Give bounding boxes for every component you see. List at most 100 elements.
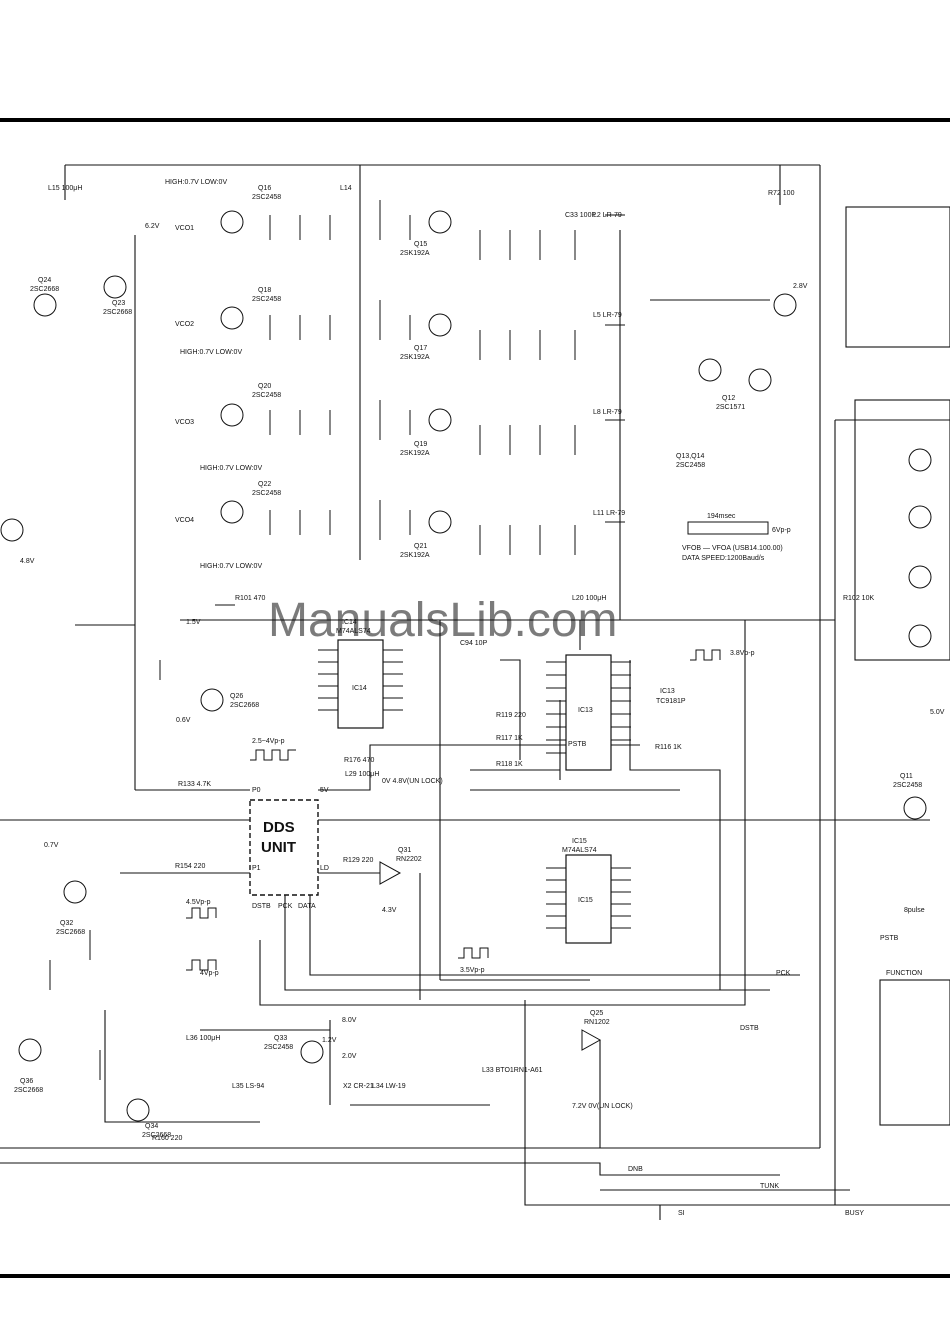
dds-pin-5v: 5V: [320, 787, 329, 794]
svg-text:Q15: Q15: [414, 241, 427, 248]
svg-text:HIGH:0.7V LOW:0V: HIGH:0.7V LOW:0V: [180, 349, 242, 356]
svg-text:R176 470: R176 470: [344, 757, 374, 764]
svg-text:IC15: IC15: [572, 838, 587, 845]
svg-text:Q19: Q19: [414, 441, 427, 448]
svg-text:2SC2668: 2SC2668: [30, 286, 59, 293]
svg-text:RN2202: RN2202: [396, 856, 422, 863]
dds-subtitle: UNIT: [261, 839, 296, 856]
svg-text:Q24: Q24: [38, 277, 51, 284]
svg-text:IC14: IC14: [342, 619, 357, 626]
svg-text:Q33: Q33: [274, 1035, 287, 1042]
waveforms: 2.5~4Vp-p 4.5Vp-p 4Vp-p 3.5Vp-p 3.8Vp-p …: [186, 513, 791, 977]
svg-text:0V 4.8V(UN LOCK): 0V 4.8V(UN LOCK): [382, 778, 443, 785]
svg-text:2SK192A: 2SK192A: [400, 354, 430, 361]
svg-text:DSTB: DSTB: [740, 1025, 759, 1032]
svg-text:2SC2668: 2SC2668: [142, 1132, 171, 1139]
svg-text:Q32: Q32: [60, 920, 73, 927]
svg-text:2SC2668: 2SC2668: [103, 309, 132, 316]
svg-text:4.3V: 4.3V: [382, 907, 397, 914]
svg-text:IC15: IC15: [578, 897, 593, 904]
svg-text:2SC2458: 2SC2458: [893, 782, 922, 789]
svg-text:2.8V: 2.8V: [793, 283, 808, 290]
svg-text:Q18: Q18: [258, 287, 271, 294]
dds-unit-block: DDS UNIT P0 P1 5V LD DSTB PCK DATA: [249, 787, 329, 910]
svg-text:Q26: Q26: [230, 693, 243, 700]
svg-text:2.5~4Vp-p: 2.5~4Vp-p: [252, 738, 285, 745]
svg-text:R129 220: R129 220: [343, 857, 373, 864]
passive-parts: [49, 200, 625, 1080]
wiring: [0, 164, 950, 1220]
svg-text:Q25: Q25: [590, 1010, 603, 1017]
svg-text:2SC2458: 2SC2458: [252, 296, 281, 303]
svg-text:2SC2668: 2SC2668: [56, 929, 85, 936]
dds-pin-dstb: DSTB: [252, 903, 271, 910]
svg-text:VCO1: VCO1: [175, 225, 194, 232]
svg-text:SI: SI: [678, 1210, 685, 1217]
svg-text:TC9181P: TC9181P: [656, 698, 686, 705]
svg-text:L34 LW-19: L34 LW-19: [372, 1083, 406, 1090]
svg-text:L2 LR-79: L2 LR-79: [593, 212, 622, 219]
svg-text:0.6V: 0.6V: [176, 717, 191, 724]
svg-text:2SC2458: 2SC2458: [252, 194, 281, 201]
svg-text:Q20: Q20: [258, 383, 271, 390]
svg-text:L11 LR-79: L11 LR-79: [593, 510, 625, 517]
svg-text:R118 1K: R118 1K: [496, 761, 523, 768]
svg-text:Q17: Q17: [414, 345, 427, 352]
svg-text:VCO2: VCO2: [175, 321, 194, 328]
dds-pin-data: DATA: [298, 903, 316, 910]
svg-text:Q11: Q11: [900, 773, 913, 780]
svg-text:R116 1K: R116 1K: [655, 744, 682, 751]
svg-text:2SC2668: 2SC2668: [14, 1087, 43, 1094]
svg-text:3.5Vp-p: 3.5Vp-p: [460, 967, 485, 974]
svg-text:PSTB: PSTB: [568, 741, 587, 748]
svg-text:C94 10P: C94 10P: [460, 640, 488, 647]
svg-text:4Vp-p: 4Vp-p: [200, 970, 219, 977]
svg-text:R101 470: R101 470: [235, 595, 265, 602]
svg-text:HIGH:0.7V LOW:0V: HIGH:0.7V LOW:0V: [200, 563, 262, 570]
svg-text:HIGH:0.7V LOW:0V: HIGH:0.7V LOW:0V: [200, 465, 262, 472]
svg-text:R160 220: R160 220: [152, 1135, 182, 1142]
svg-text:1.5V: 1.5V: [186, 619, 201, 626]
svg-text:Q12: Q12: [722, 395, 735, 402]
svg-text:L15 100μH: L15 100μH: [48, 185, 82, 192]
svg-text:PCK: PCK: [776, 970, 791, 977]
svg-text:IC13: IC13: [578, 707, 593, 714]
dds-pin-pck: PCK: [278, 903, 293, 910]
svg-text:R133 4.7K: R133 4.7K: [178, 781, 211, 788]
svg-text:2SC2458: 2SC2458: [676, 462, 705, 469]
svg-text:L8 LR-79: L8 LR-79: [593, 409, 622, 416]
svg-text:BUSY: BUSY: [845, 1210, 864, 1217]
svg-text:2SC2458: 2SC2458: [252, 490, 281, 497]
svg-text:6.2V: 6.2V: [145, 223, 160, 230]
svg-text:2SK192A: 2SK192A: [400, 250, 430, 257]
svg-text:L35 LS-94: L35 LS-94: [232, 1083, 264, 1090]
svg-text:R117 1K: R117 1K: [496, 735, 523, 742]
svg-text:L29 100μH: L29 100μH: [345, 771, 379, 778]
svg-text:X2 CR-21: X2 CR-21: [343, 1083, 374, 1090]
svg-text:8.0V: 8.0V: [342, 1017, 357, 1024]
dds-pin-p1: P1: [252, 865, 261, 872]
svg-text:2SK192A: 2SK192A: [400, 552, 430, 559]
svg-text:Q36: Q36: [20, 1078, 33, 1085]
svg-text:3.8Vp-p: 3.8Vp-p: [730, 650, 755, 657]
bus-labels: DNB TUNK SI BUSY PSTB PCK DSTB FUNCTION …: [628, 907, 925, 1217]
svg-text:C33 100P: C33 100P: [565, 212, 596, 219]
svg-text:L33 BTO1RN1-A61: L33 BTO1RN1-A61: [482, 1067, 543, 1074]
svg-text:FUNCTION: FUNCTION: [886, 970, 922, 977]
svg-text:VCO3: VCO3: [175, 419, 194, 426]
svg-text:Q22: Q22: [258, 481, 271, 488]
buffer-q31: Q31 RN2202: [379, 847, 422, 885]
svg-text:L20 100μH: L20 100μH: [572, 595, 606, 602]
svg-text:DATA SPEED:1200Baud/s: DATA SPEED:1200Baud/s: [682, 555, 765, 562]
svg-text:2SC2458: 2SC2458: [264, 1044, 293, 1051]
svg-text:Q13,Q14: Q13,Q14: [676, 453, 705, 460]
right-panel-lower: [854, 399, 950, 661]
svg-text:R119 220: R119 220: [496, 712, 526, 719]
vco-transistors: [0, 210, 932, 1122]
svg-text:VFOB — VFOA (USB14.100.00): VFOB — VFOA (USB14.100.00): [682, 545, 783, 552]
svg-text:DNB: DNB: [628, 1166, 643, 1173]
svg-text:0.7V: 0.7V: [44, 842, 59, 849]
buffer-q25: Q25 RN1202: [581, 1010, 610, 1051]
svg-text:M74ALS74: M74ALS74: [336, 628, 371, 635]
svg-text:2SC2668: 2SC2668: [230, 702, 259, 709]
